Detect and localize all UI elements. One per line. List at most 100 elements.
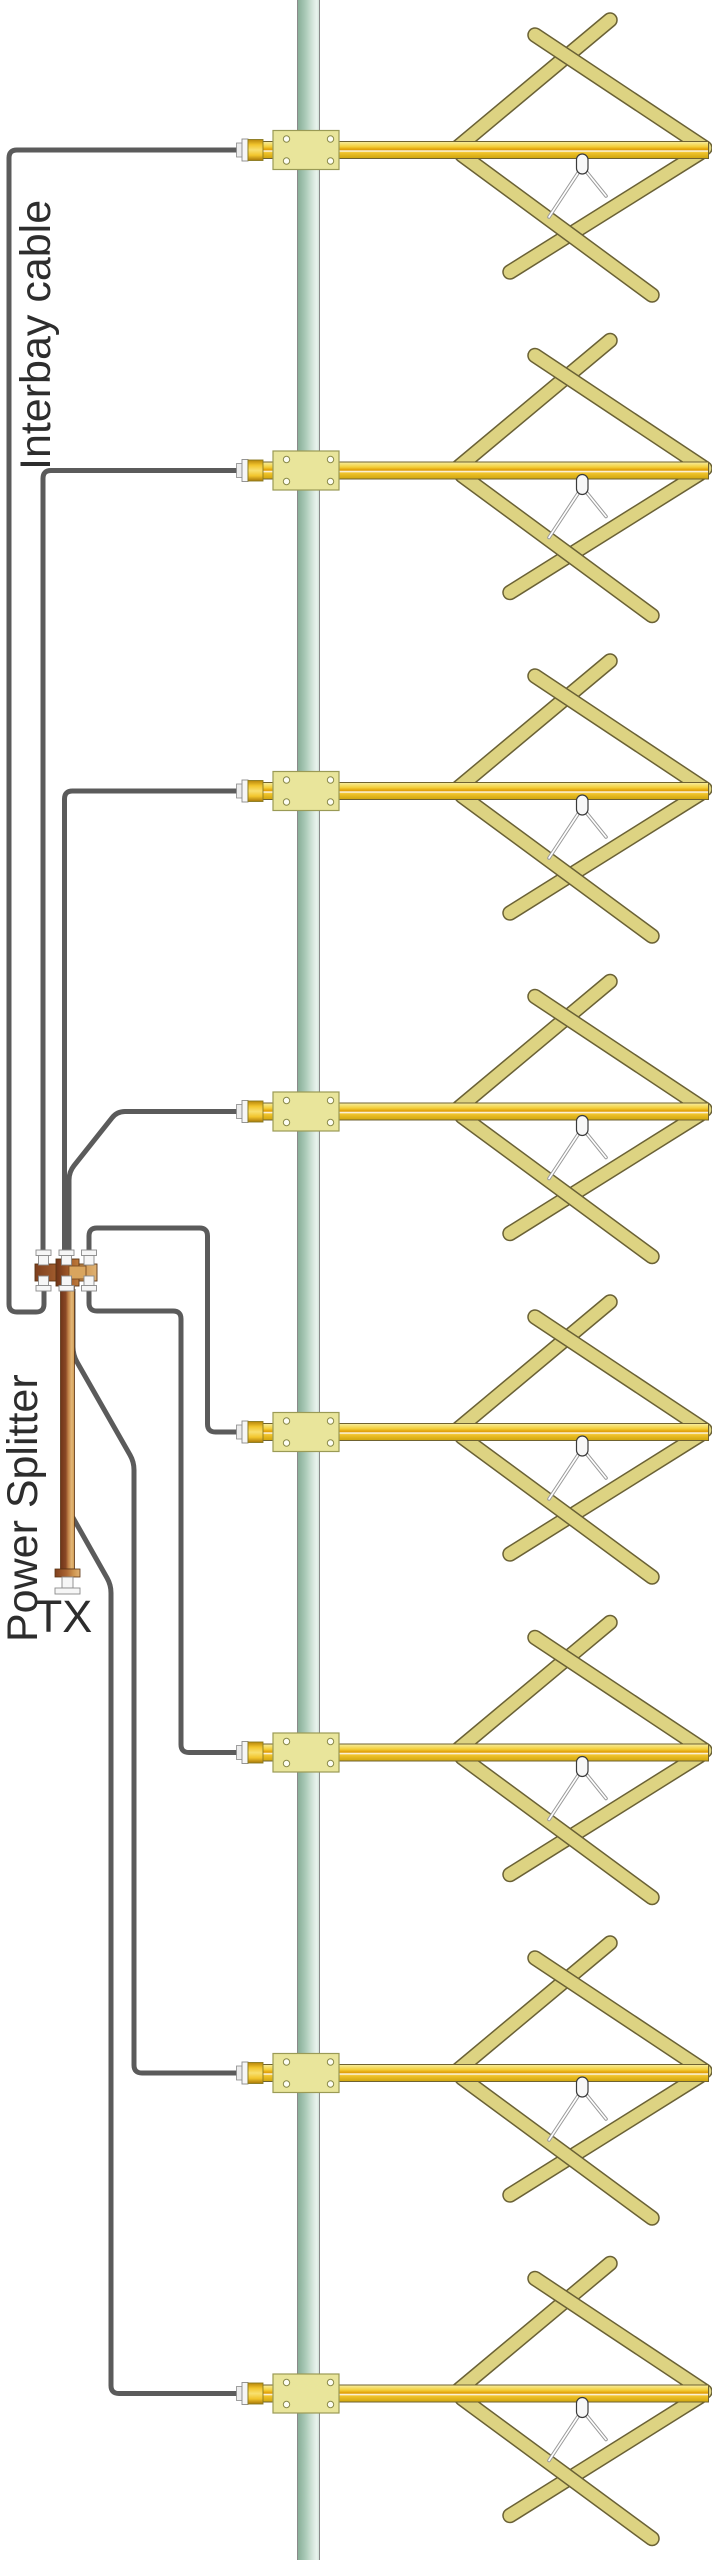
splitter-top-port-stem-3 — [83, 1255, 95, 1266]
element-lower-right — [503, 2069, 707, 2202]
plate-hole — [326, 1439, 335, 1447]
connector-ferrule — [247, 1741, 264, 1764]
feed-point — [575, 1435, 589, 1457]
plate-hole — [282, 1118, 291, 1127]
feed-line-2 — [584, 2412, 607, 2441]
feed-point — [575, 794, 589, 816]
element-upper-left — [528, 2272, 712, 2398]
antenna-bay-2 — [236, 332, 712, 624]
element-upper-left — [528, 349, 712, 475]
plate-hole — [282, 1417, 291, 1425]
plate-hole — [282, 2378, 291, 2387]
plate-hole — [326, 2080, 335, 2088]
element-upper-right — [451, 334, 617, 474]
interbay-cable-8 — [60, 1289, 242, 2396]
feed-point — [575, 2076, 589, 2098]
power-splitter-label: Power Splitter — [0, 1374, 47, 1642]
antenna-bay-3 — [236, 653, 712, 944]
splitter-bottom-port-flange-2 — [58, 1285, 75, 1292]
antenna-bay-7 — [236, 1935, 712, 2226]
feed-point — [575, 473, 589, 496]
connector-flange — [241, 459, 249, 482]
antenna-bay-1 — [236, 12, 712, 303]
feed-line-2 — [584, 169, 607, 197]
antenna-bay-6 — [236, 1614, 712, 1906]
feed-point — [575, 1755, 589, 1778]
plate-hole — [282, 1737, 291, 1746]
feed-line-2 — [584, 2092, 607, 2120]
feed-line-2 — [584, 810, 607, 838]
element-upper-left — [528, 1631, 712, 1757]
connector-nub — [236, 783, 243, 799]
plate-hole — [326, 1096, 335, 1105]
feed-line-2 — [584, 489, 607, 518]
plate-hole — [326, 1417, 335, 1425]
element-upper-left — [528, 669, 712, 796]
feed-line-2 — [584, 1451, 607, 1479]
plate-hole — [282, 2080, 291, 2088]
plate-hole — [326, 1759, 335, 1768]
element-lower-right — [503, 1108, 707, 1240]
feed-line-1 — [548, 2412, 581, 2462]
interbay-cable-3 — [62, 788, 242, 1253]
splitter-bottom-port-stem-1 — [38, 1275, 49, 1286]
connector-flange — [241, 1100, 249, 1123]
connector-ferrule — [247, 1421, 264, 1443]
interbay-cable-4 — [66, 1109, 242, 1253]
splitter-top-port-stem-2 — [61, 1255, 72, 1266]
element-upper-right — [451, 1936, 617, 2077]
feed-point — [575, 1114, 589, 1137]
plate-hole — [282, 2400, 291, 2409]
feed-line-2 — [584, 1771, 607, 1800]
plate-hole — [282, 2058, 291, 2066]
connector-ferrule — [247, 2382, 264, 2405]
plate-hole — [326, 2378, 335, 2387]
plate-hole — [326, 798, 335, 806]
interbay-cable-1 — [6, 147, 242, 1315]
element-lower-left — [455, 1110, 659, 1263]
connector-flange — [241, 779, 249, 803]
element-upper-left — [528, 28, 712, 155]
element-lower-left — [455, 469, 659, 622]
plate-hole — [282, 157, 291, 165]
plate-hole — [326, 455, 335, 464]
connector-flange — [241, 1420, 249, 1444]
splitter-top-port-flange-1 — [35, 1249, 52, 1256]
plate-hole — [282, 1439, 291, 1447]
element-lower-left — [455, 2392, 659, 2545]
plate-hole — [326, 1737, 335, 1746]
feed-line-1 — [548, 489, 581, 539]
connector-ferrule — [247, 139, 264, 161]
interbay-cable-label: Interbay cable — [12, 200, 60, 470]
interbay-cable-5 — [86, 1225, 242, 1435]
connector-flange — [241, 1741, 249, 1764]
feed-line-1 — [548, 810, 581, 859]
interbay-cable-6 — [86, 1289, 242, 1755]
tx-feed-line — [60, 1280, 75, 1570]
splitter-top-port-stem-1 — [38, 1255, 49, 1266]
connector-nub — [236, 1104, 243, 1119]
splitter-bottom-port-stem-3 — [83, 1275, 95, 1286]
connector-ferrule — [247, 1100, 264, 1123]
splitter-center-boss — [68, 1265, 87, 1280]
feed-line-1 — [548, 1451, 581, 1500]
tx-connector-stem — [61, 1576, 74, 1589]
tx-label: TX — [35, 1591, 93, 1642]
tx-connector-flange — [54, 1587, 81, 1595]
plate-hole — [282, 1096, 291, 1105]
antenna-bay-4 — [236, 973, 712, 1265]
element-upper-right — [451, 13, 617, 154]
element-lower-right — [503, 467, 707, 599]
feed-line-1 — [548, 169, 581, 218]
feed-line-2 — [584, 1130, 607, 1159]
feed-point — [575, 2396, 589, 2419]
element-upper-right — [451, 1295, 617, 1436]
element-upper-left — [528, 1310, 712, 1437]
connector-nub — [236, 463, 243, 478]
connector-nub — [236, 1424, 243, 1440]
tx-feed-cap — [54, 1568, 81, 1578]
element-upper-right — [451, 975, 617, 1115]
element-lower-right — [503, 1749, 707, 1881]
plate-hole — [326, 2400, 335, 2409]
